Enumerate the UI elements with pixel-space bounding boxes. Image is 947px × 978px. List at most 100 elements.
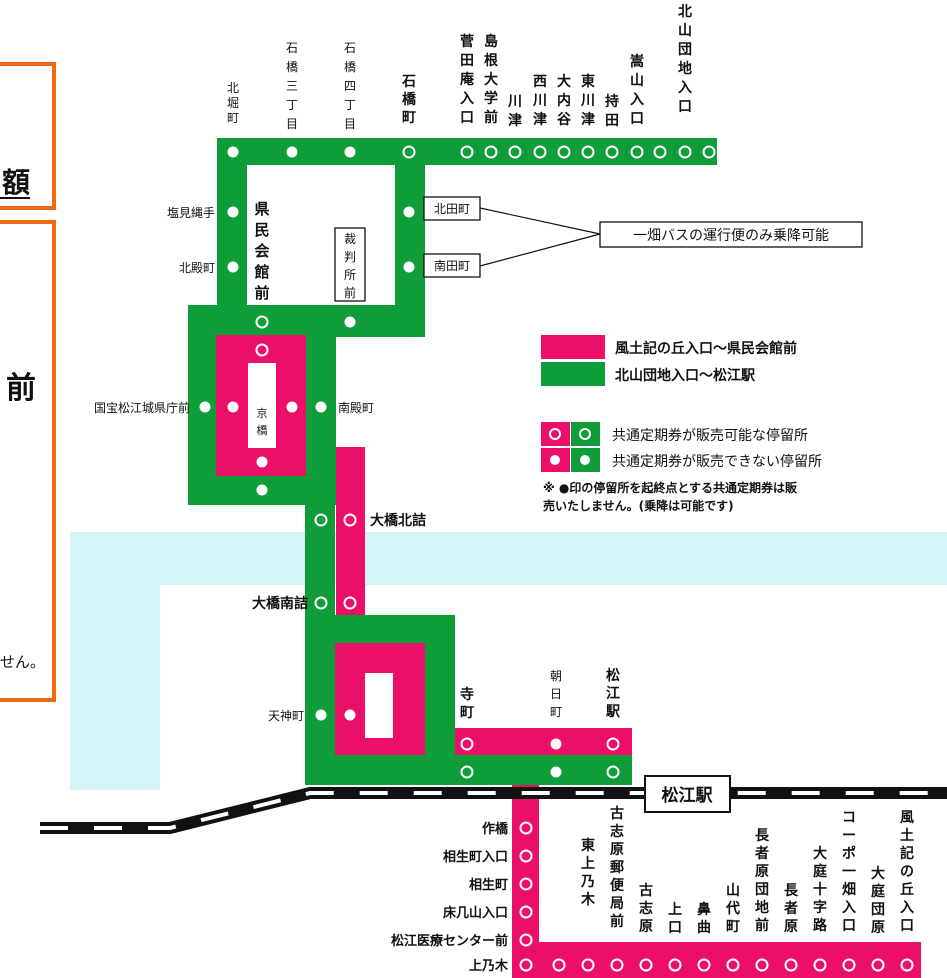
stop-fudoki: 風土記の丘入口 <box>900 810 914 934</box>
stop-koshibara-post: 古志原郵便局前 <box>610 805 625 930</box>
stop-sakuhashi: 作橋 <box>482 821 509 837</box>
stop-tenjin: 天神町 <box>268 709 304 723</box>
stop-kitatono: 北殿町 <box>179 261 215 275</box>
stop-marker-open <box>519 821 533 835</box>
tenjin-inner-box <box>365 673 393 738</box>
left-panel-note-fragment: せん。 <box>0 653 45 671</box>
stop-marker-open <box>460 737 474 751</box>
stop-ishibashi3: 石橋三丁目 <box>286 41 298 131</box>
stop-marker-open <box>653 145 667 159</box>
stop-marker-open <box>842 958 856 972</box>
legend-green-route: 北山団地入口～松江駅 <box>615 367 756 384</box>
stop-kitata: 北田町 <box>434 202 470 216</box>
stop-marker-open <box>639 958 653 972</box>
green-route <box>188 138 717 785</box>
stop-marker-open <box>460 765 474 779</box>
saibansho-box <box>334 227 366 302</box>
stop-aioi-iriguchi: 相生町入口 <box>443 849 508 865</box>
stop-marker-filled <box>227 146 239 158</box>
stop-marker-open <box>519 958 533 972</box>
kyobashi-box <box>248 363 276 448</box>
stop-marker-filled <box>344 709 356 721</box>
stop-marker-filled <box>403 261 415 273</box>
stop-marker-filled <box>315 401 327 413</box>
stop-kitayama: 北山団地入口 <box>678 4 692 115</box>
stop-marker-filled <box>550 766 562 778</box>
stop-marker-open <box>702 145 716 159</box>
stop-marker-open <box>581 958 595 972</box>
stop-teramachi: 寺町 <box>460 687 474 721</box>
legend-sell-pink <box>541 422 570 446</box>
stop-ouchidani: 大内谷 <box>557 73 572 128</box>
stop-ohashiminami: 大橋南詰 <box>252 595 308 612</box>
left-panel-frame-bottom <box>0 220 56 702</box>
legend: 風土記の丘入口～県民会館前 北山団地入口～松江駅 共通定期券が販売可能な停留所 … <box>541 335 822 513</box>
stop-asahi: 朝日町 <box>550 669 562 719</box>
station-label-box <box>644 775 731 813</box>
left-panel-title-fragment: 額 <box>2 166 30 199</box>
stop-marker-filled <box>315 709 327 721</box>
stop-corp: コーポ一畑入口 <box>841 810 856 934</box>
stop-marker-filled <box>286 146 298 158</box>
stop-marker-open <box>606 765 620 779</box>
left-panel-frame-top <box>0 62 56 210</box>
stop-kawatsu: 川津 <box>507 94 522 129</box>
stop-higashikaminogi: 東上乃木 <box>580 837 596 908</box>
stop-kasayama: 嵩山入口 <box>630 53 644 127</box>
stop-marker-open <box>314 513 328 527</box>
stop-marker-open <box>784 958 798 972</box>
stop-marker-filled <box>344 316 356 328</box>
stop-marker-open <box>871 958 885 972</box>
legend-pink-swatch <box>541 335 605 359</box>
stop-ohashikita: 大橋北詰 <box>370 512 426 529</box>
river-lower-band <box>70 585 160 790</box>
stop-kenmin: 県民会館前 <box>253 200 269 302</box>
stop-marker-open <box>343 513 357 527</box>
stop-oniwa-jujiro: 大庭十字路 <box>813 845 828 934</box>
stop-marker-open <box>508 145 522 159</box>
stop-marker-open <box>533 145 547 159</box>
stop-higashikawatsu: 東川津 <box>580 73 595 128</box>
stop-aioi: 相生町 <box>469 877 508 893</box>
stop-marker-open <box>668 958 682 972</box>
railway <box>40 787 947 834</box>
stop-marker-filled <box>199 401 211 413</box>
stop-kyobashi: 京橋 <box>257 406 268 437</box>
stop-marker-open <box>343 596 357 610</box>
legend-note-2: 売いたしません。(乗降は可能です) <box>543 498 734 513</box>
stop-marker-filled <box>550 738 562 750</box>
stop-iryo: 松江医療センター前 <box>391 933 508 949</box>
stop-minamitono: 南殿町 <box>338 400 374 415</box>
callout-line-1 <box>479 207 601 235</box>
stop-marker-open <box>557 145 571 159</box>
stop-marker-open <box>605 145 619 159</box>
stop-marker-open <box>519 849 533 863</box>
stop-nishikawatsu: 西川津 <box>532 74 547 128</box>
callout-box <box>599 221 863 248</box>
stop-matsueeki: 松江駅 <box>606 667 621 720</box>
stop-marker-open <box>314 596 328 610</box>
stop-mochida: 持田 <box>605 93 619 129</box>
stop-marker-filled <box>256 484 268 496</box>
stop-marker-open <box>606 737 620 751</box>
stop-marker-open <box>610 958 624 972</box>
stop-oniwa-danchi: 大庭団原 <box>871 865 886 936</box>
stop-sugata: 菅田庵入口 <box>460 33 475 126</box>
stop-marker-filled <box>227 206 239 218</box>
legend-nosell: 共通定期券が販売できない停留所 <box>612 453 822 470</box>
stop-saibansho: 裁判所前 <box>344 232 356 300</box>
stop-marker-open <box>581 145 595 159</box>
stop-marker-open <box>552 958 566 972</box>
legend-pink-route: 風土記の丘入口～県民会館前 <box>615 340 797 357</box>
stop-marker-filled <box>256 456 268 468</box>
stop-marker-open <box>697 958 711 972</box>
station-label: 松江駅 <box>662 785 714 806</box>
stop-yamashiro: 山代町 <box>725 883 740 935</box>
stop-marker-open <box>255 343 269 357</box>
stop-marker-filled <box>227 401 239 413</box>
callout-text: 一畑バスの運行便のみ乗降可能 <box>633 228 829 244</box>
stop-marker-open <box>484 145 498 159</box>
stop-koshibara: 古志原 <box>639 882 653 935</box>
stop-marker-filled <box>227 261 239 273</box>
